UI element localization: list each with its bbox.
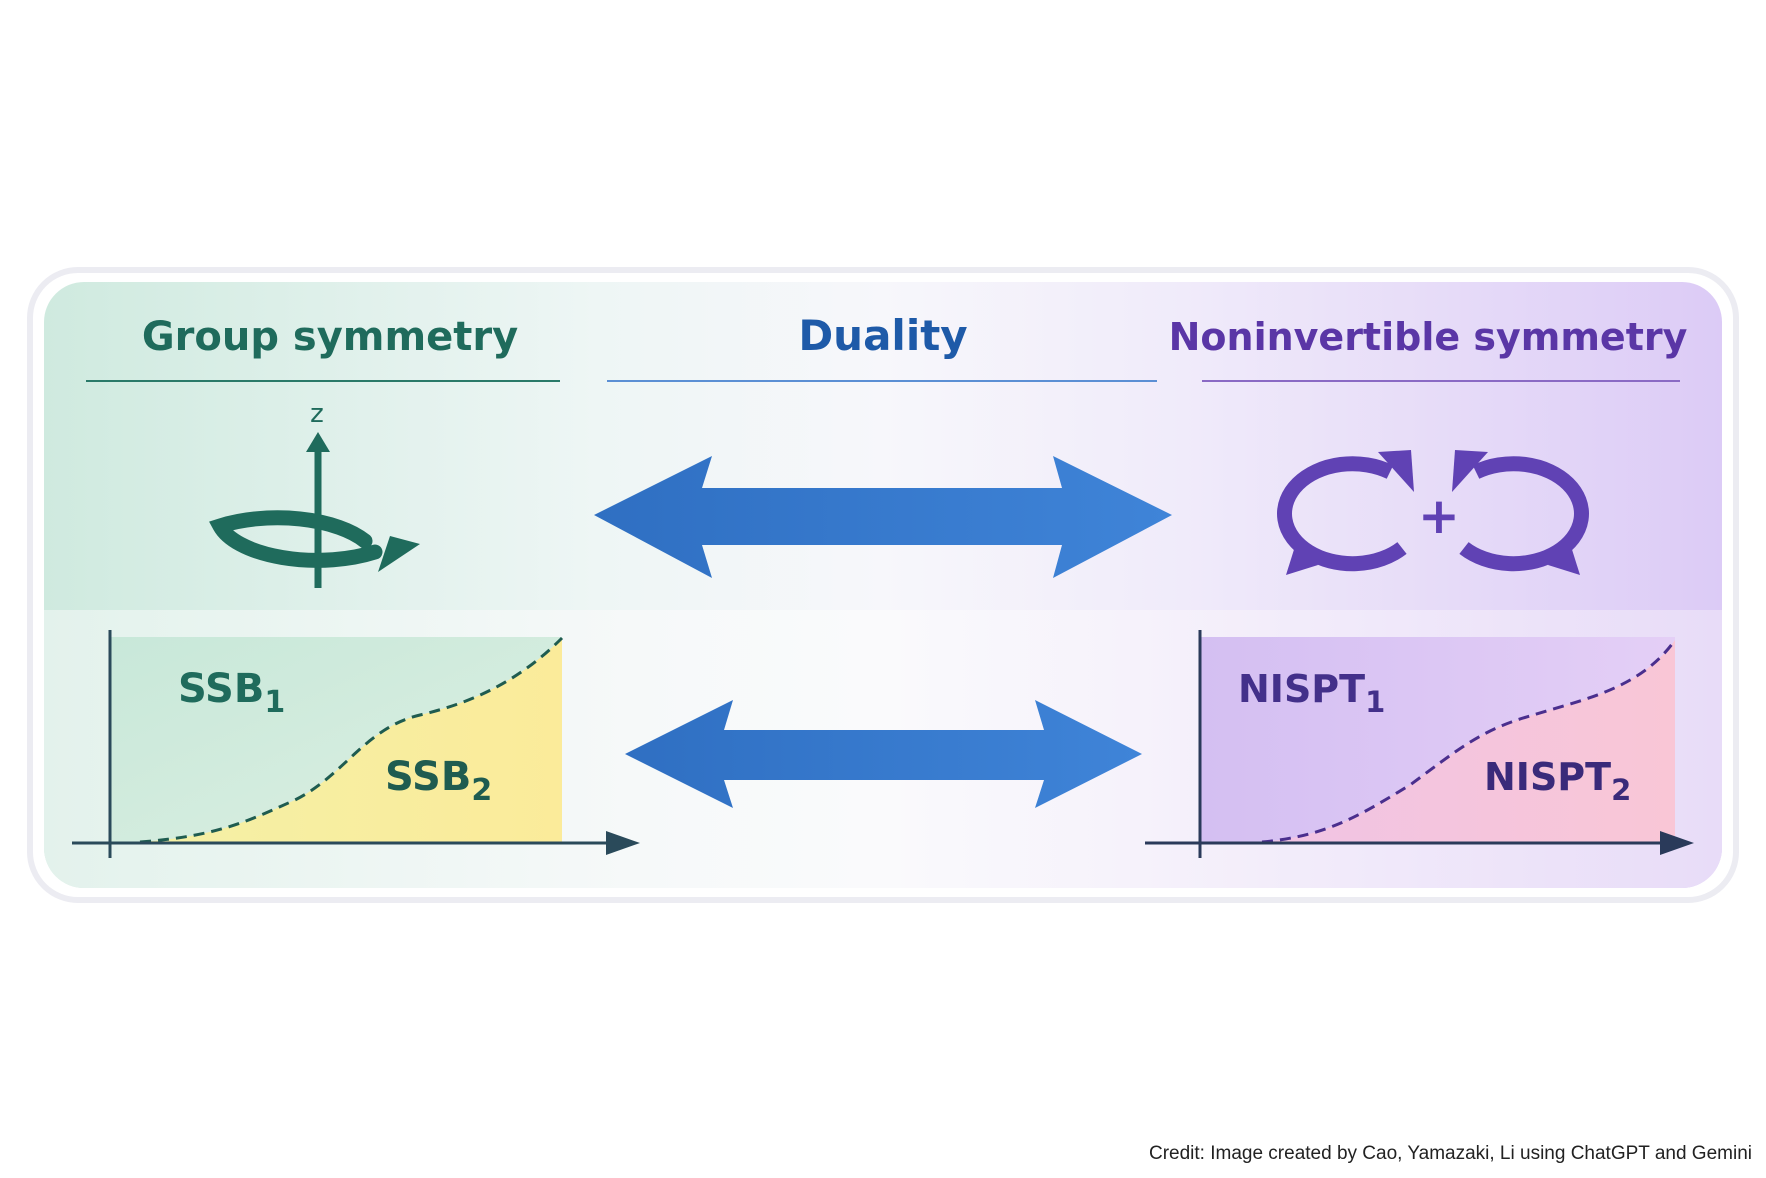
image-credit: Credit: Image created by Cao, Yamazaki, … (1148, 1143, 1752, 1164)
header-duality: Duality (798, 311, 967, 360)
ssb-x-axis-arrowhead (606, 831, 640, 855)
nispt-x-axis-arrowhead (1660, 831, 1694, 855)
ssb2-label: SSB2 (385, 754, 492, 808)
rotation-axis-icon: z (209, 399, 420, 588)
nispt2-region (1262, 640, 1675, 843)
axis-z-label: z (310, 399, 324, 429)
ssb2-region (140, 638, 562, 843)
noninvertible-loop-icon (1277, 450, 1589, 575)
nispt1-label: NISPT1 (1238, 667, 1385, 719)
plus-sign: + (1418, 487, 1460, 545)
ssb1-label: SSB1 (178, 666, 285, 720)
ssb-phase-boundary (139, 636, 564, 844)
duality-arrow-top (594, 456, 1172, 578)
header-group-symmetry: Group symmetry (142, 314, 518, 360)
duality-arrow-bottom (625, 700, 1142, 808)
nispt-phase-diagram: NISPT1 NISPT2 (1145, 630, 1694, 858)
nispt-phase-boundary (1261, 639, 1677, 844)
header-noninvertible-symmetry: Noninvertible symmetry (1169, 315, 1688, 359)
ssb-phase-diagram: SSB1 SSB2 (72, 630, 640, 858)
nispt2-label: NISPT2 (1484, 755, 1631, 807)
